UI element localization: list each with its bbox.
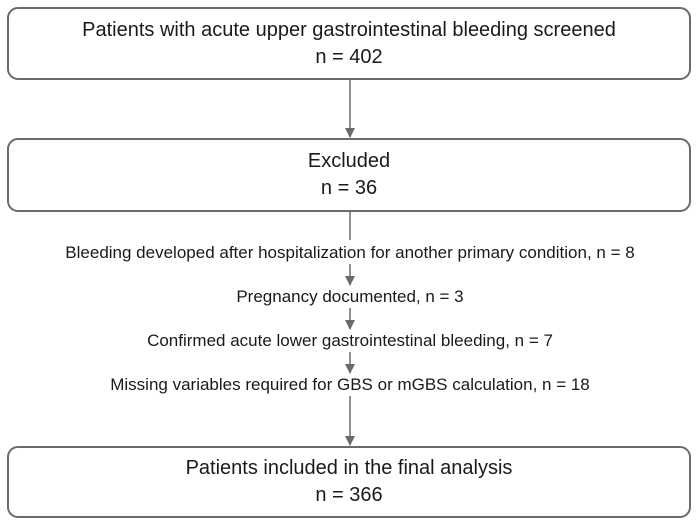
excluded-box: Excluded n = 36 <box>7 138 691 212</box>
screened-box: Patients with acute upper gastrointestin… <box>7 7 691 80</box>
screened-label: Patients with acute upper gastrointestin… <box>82 18 616 41</box>
screened-count: n = 402 <box>315 45 383 68</box>
exclusion-reason-missing-variables: Missing variables required for GBS or mG… <box>0 374 700 396</box>
included-box: Patients included in the final analysis … <box>7 446 691 518</box>
exclusion-reason-lower-gi-bleeding: Confirmed acute lower gastrointestinal b… <box>0 330 700 352</box>
included-label: Patients included in the final analysis <box>185 457 513 479</box>
excluded-label: Excluded <box>307 150 391 172</box>
excluded-count: n = 36 <box>320 177 378 199</box>
exclusion-reason-pregnancy: Pregnancy documented, n = 3 <box>0 286 700 308</box>
included-count: n = 366 <box>315 484 383 506</box>
exclusion-reason-hospitalization: Bleeding developed after hospitalization… <box>0 242 700 264</box>
